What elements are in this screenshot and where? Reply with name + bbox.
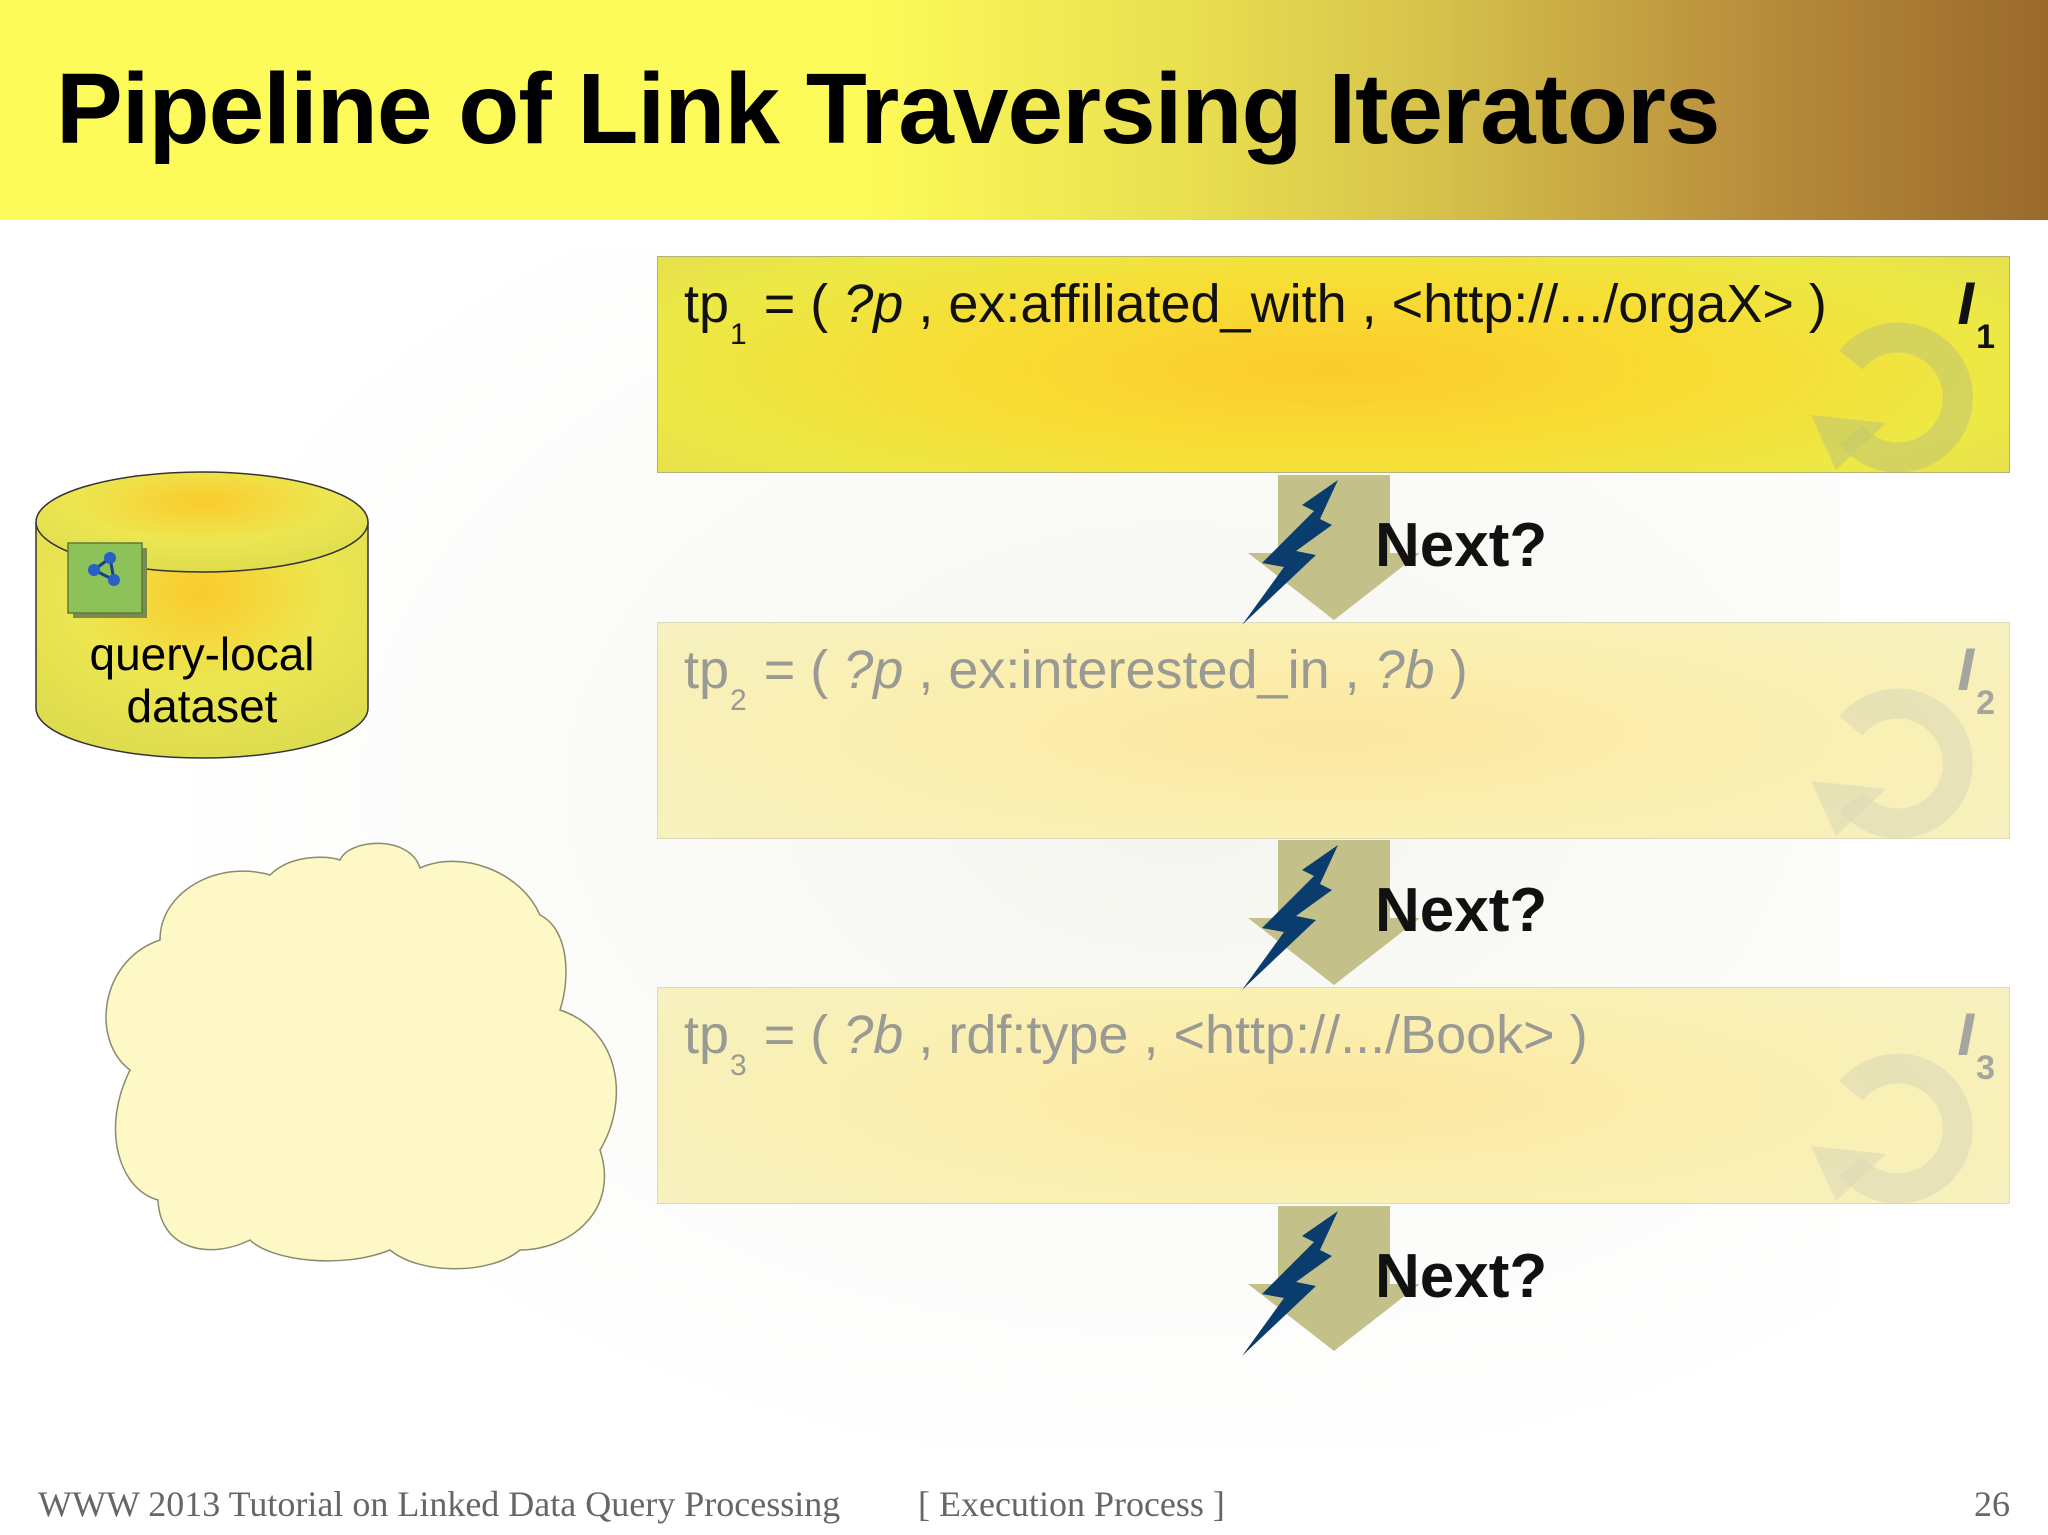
next-connector-3 bbox=[1242, 1206, 1420, 1356]
triple-pattern-2: tp2 = ( ?p , ex:interested_in , ?b ) bbox=[684, 639, 1468, 717]
dataset-label-line1: query-local bbox=[89, 628, 315, 680]
tp-prefix: tp bbox=[684, 1005, 730, 1065]
web-cloud-icon bbox=[105, 842, 618, 1270]
tp-predicate: ex:interested_in bbox=[948, 640, 1330, 700]
slide-title: Pipeline of Link Traversing Iterators bbox=[56, 53, 1720, 165]
iterator-box-1: tp1 = ( ?p , ex:affiliated_with , <http:… bbox=[657, 256, 2010, 473]
iterator-label-3: I3 bbox=[1957, 1001, 1995, 1087]
tp-predicate: ex:affiliated_with bbox=[948, 274, 1347, 334]
down-arrow-icon bbox=[1248, 840, 1420, 985]
triple-pattern-3: tp3 = ( ?b , rdf:type , <http://.../Book… bbox=[684, 1004, 1588, 1082]
tp-index: 1 bbox=[730, 318, 747, 351]
tp-close: ) bbox=[1793, 274, 1827, 334]
down-arrow-icon bbox=[1248, 475, 1420, 620]
triple-pattern-1: tp1 = ( ?p , ex:affiliated_with , <http:… bbox=[684, 273, 1827, 351]
tp-sep: , bbox=[903, 274, 949, 334]
dataset-label: query-local dataset bbox=[34, 628, 370, 732]
tp-object: <http://.../Book> bbox=[1173, 1005, 1555, 1065]
tp-subject: ?p bbox=[843, 640, 904, 700]
tp-open: = ( bbox=[748, 640, 844, 700]
tp-subject: ?p bbox=[843, 274, 904, 334]
lightning-bolt-icon bbox=[1242, 845, 1338, 990]
footer-tutorial-title: WWW 2013 Tutorial on Linked Data Query P… bbox=[38, 1484, 841, 1524]
database-cylinder-icon bbox=[35, 471, 369, 759]
tp-close: ) bbox=[1554, 1005, 1588, 1065]
iterator-label-2: I2 bbox=[1957, 636, 1995, 722]
next-label-1: Next? bbox=[1375, 511, 1548, 580]
tp-sep: , bbox=[903, 1005, 949, 1065]
tp-sep: , bbox=[1128, 1005, 1174, 1065]
iterator-box-2: tp2 = ( ?p , ex:interested_in , ?b ) I2 bbox=[657, 622, 2010, 839]
cycle-icon bbox=[1811, 322, 1973, 472]
page-number: 26 bbox=[1974, 1484, 2010, 1524]
tp-subject: ?b bbox=[843, 1005, 904, 1065]
dataset-label-line2: dataset bbox=[126, 680, 278, 732]
cycle-icon bbox=[1811, 1053, 1973, 1203]
iterator-box-3: tp3 = ( ?b , rdf:type , <http://.../Book… bbox=[657, 987, 2010, 1204]
tp-object: <http://.../orgaX> bbox=[1391, 274, 1794, 334]
tp-sep: , bbox=[1329, 640, 1375, 700]
lightning-bolt-icon bbox=[1242, 1211, 1338, 1356]
next-label-2: Next? bbox=[1375, 876, 1548, 945]
title-bar: Pipeline of Link Traversing Iterators bbox=[0, 0, 2048, 220]
tp-sep: , bbox=[1346, 274, 1392, 334]
tp-open: = ( bbox=[748, 274, 844, 334]
lightning-bolt-icon bbox=[1242, 480, 1338, 625]
tp-predicate: rdf:type bbox=[948, 1005, 1129, 1065]
tp-object: ?b bbox=[1374, 640, 1435, 700]
tp-index: 3 bbox=[730, 1049, 747, 1082]
tp-index: 2 bbox=[730, 684, 747, 717]
tp-sep: , bbox=[903, 640, 949, 700]
next-connector-2 bbox=[1242, 840, 1420, 990]
cycle-icon bbox=[1811, 688, 1973, 838]
tp-prefix: tp bbox=[684, 640, 730, 700]
next-connector-1 bbox=[1242, 475, 1420, 625]
iterator-label-1: I1 bbox=[1957, 270, 1995, 356]
tp-prefix: tp bbox=[684, 274, 730, 334]
tp-open: = ( bbox=[748, 1005, 844, 1065]
down-arrow-icon bbox=[1248, 1206, 1420, 1351]
next-label-3: Next? bbox=[1375, 1242, 1548, 1311]
footer-section: [ Execution Process ] bbox=[918, 1484, 1225, 1524]
rdf-graph-icon bbox=[67, 542, 147, 618]
tp-close: ) bbox=[1434, 640, 1468, 700]
